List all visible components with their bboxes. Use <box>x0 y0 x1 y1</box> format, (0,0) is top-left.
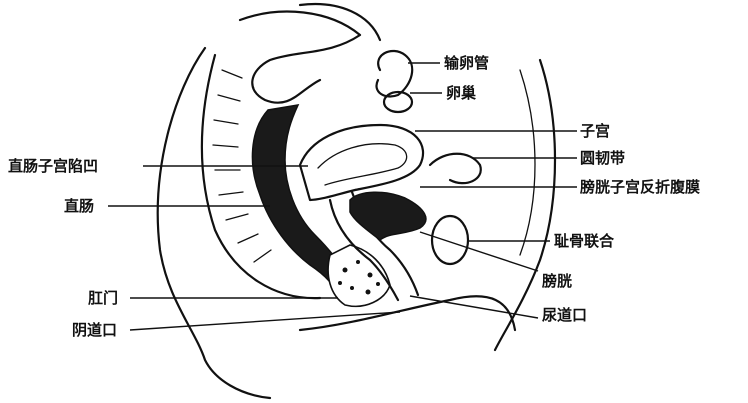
intestine-loops <box>240 12 360 103</box>
bladder-shape <box>350 192 426 240</box>
oviduct-shape <box>376 51 412 97</box>
label-uterus: 子宫 <box>580 122 610 140</box>
label-pubic-symphysis: 耻骨联合 <box>554 232 614 250</box>
label-ovary: 卵巢 <box>446 84 476 102</box>
abdominal-wall-inner <box>520 70 535 255</box>
label-rectouterine-pouch: 直肠子宫陷凹 <box>8 157 98 175</box>
uterus-inner <box>318 144 407 185</box>
label-bladder: 膀胱 <box>542 272 572 290</box>
anal-canal <box>328 245 390 306</box>
label-oviduct: 输卵管 <box>444 54 489 72</box>
label-vaginal-orifice: 阴道口 <box>72 321 117 339</box>
label-vesicouterine-fold: 膀胱子宫反折腹膜 <box>580 178 700 196</box>
label-anus: 肛门 <box>88 289 118 307</box>
label-urethral-orifice: 尿道口 <box>542 306 587 324</box>
label-round-ligament: 圆韧带 <box>580 149 625 167</box>
label-rectum: 直肠 <box>64 197 94 215</box>
perineum-outline <box>300 296 515 330</box>
pubic-symphysis-shape <box>432 216 468 264</box>
